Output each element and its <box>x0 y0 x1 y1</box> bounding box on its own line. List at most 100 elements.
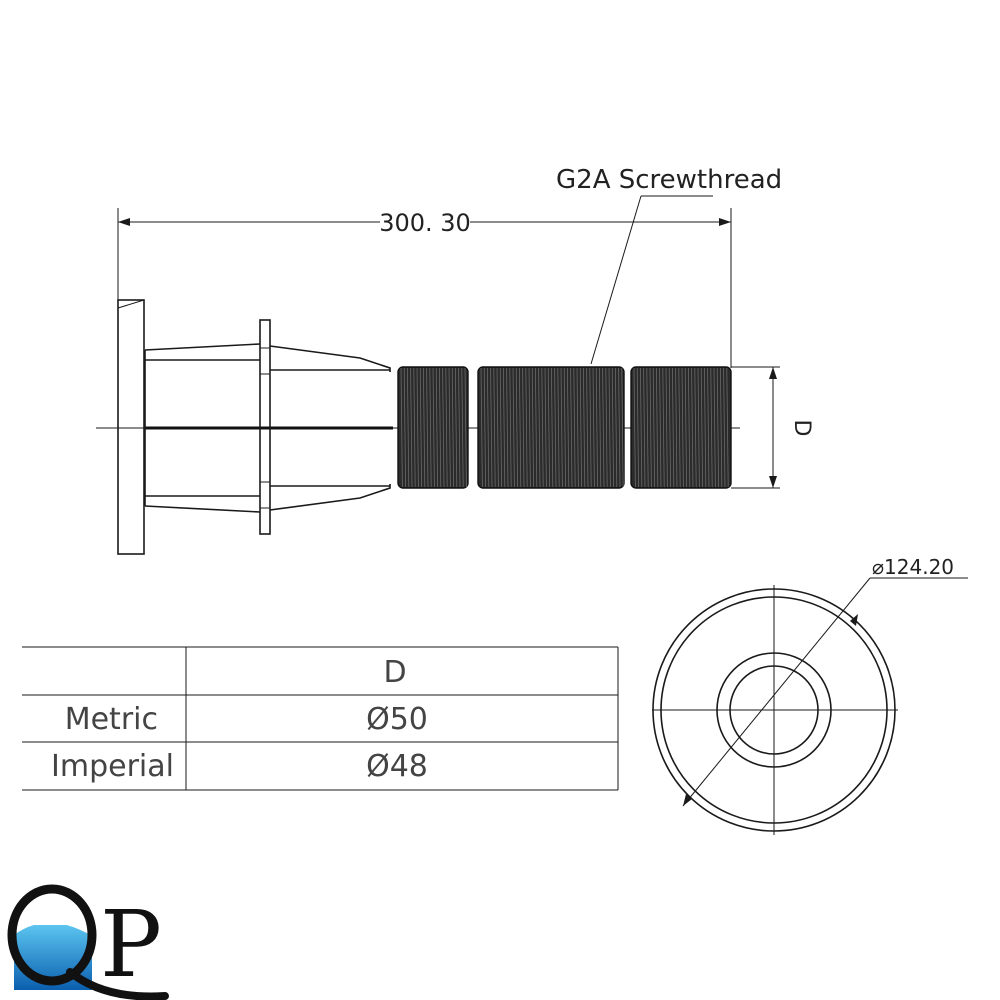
thread-ridge <box>419 367 422 488</box>
thread-ridge <box>656 367 659 488</box>
thread-ridge <box>720 367 723 488</box>
thread-ridge <box>496 367 499 488</box>
thread-ridge <box>451 367 454 488</box>
thread-leader-line <box>590 195 642 365</box>
thread-ridge <box>503 367 506 488</box>
thread-ridge <box>423 367 426 488</box>
thread-ridge <box>487 367 490 488</box>
thread-ridge <box>595 367 598 488</box>
thread-ridge <box>659 367 662 488</box>
thread-ridge <box>448 367 451 488</box>
thread-ridge <box>583 367 586 488</box>
thread-ridge <box>668 367 671 488</box>
thread-ridge <box>461 367 464 488</box>
thread-ridge <box>519 367 522 488</box>
thread-ridge <box>490 367 493 488</box>
end-view: ⌀124.20 <box>652 555 968 835</box>
table-row-label-metric: Metric <box>65 702 158 737</box>
thread-ridge <box>691 367 694 488</box>
diameter-leader-line <box>682 577 871 807</box>
thread-ridge <box>570 367 573 488</box>
thread-ridge <box>403 367 406 488</box>
thread-segment-1 <box>397 366 469 489</box>
dimension-table: D Metric Ø50 Imperial Ø48 <box>22 646 619 791</box>
thread-ridge <box>480 367 483 488</box>
side-view: G2A Screwthread 300. 30 D <box>96 165 814 555</box>
thread-ridge <box>535 367 538 488</box>
thread-ridge <box>643 367 646 488</box>
table-row-value-imperial: Ø48 <box>366 749 428 784</box>
thread-ridge <box>413 367 416 488</box>
thread-ridge <box>694 367 697 488</box>
flange-diameter-label: ⌀124.20 <box>872 555 954 579</box>
thread-ridge <box>640 367 643 488</box>
thread-ridge <box>633 367 636 488</box>
thread-ridge <box>615 367 618 488</box>
thread-ridge <box>493 367 496 488</box>
thread-ridge <box>515 367 518 488</box>
thread-ridge <box>602 367 605 488</box>
thread-ridge <box>675 367 678 488</box>
thread-ridge <box>723 367 726 488</box>
thread-ridge <box>611 367 614 488</box>
thread-ridge <box>483 367 486 488</box>
thread-ridge <box>551 367 554 488</box>
taper-section <box>269 345 391 511</box>
thread-ridge <box>621 367 624 488</box>
thread-ridge <box>579 367 582 488</box>
thread-segments <box>397 366 732 489</box>
thread-ridge <box>567 367 570 488</box>
table-row-value-metric: Ø50 <box>366 702 428 737</box>
logo-letter-p: P <box>100 891 162 998</box>
thread-ridge <box>665 367 668 488</box>
thread-ridge <box>700 367 703 488</box>
thread-ridge <box>512 367 515 488</box>
thread-ridge <box>586 367 589 488</box>
thread-ridge <box>541 367 544 488</box>
table-row-label-imperial: Imperial <box>51 749 174 784</box>
length-dimension-label: 300. 30 <box>379 209 471 237</box>
thread-ridge <box>445 367 448 488</box>
thread-ridge <box>407 367 410 488</box>
thread-ridge <box>716 367 719 488</box>
mid-flange <box>259 319 271 535</box>
thread-ridge <box>563 367 566 488</box>
thread-ridge <box>464 367 467 488</box>
thread-ridge <box>528 367 531 488</box>
thread-ridge <box>525 367 528 488</box>
thread-ridge <box>439 367 442 488</box>
thread-ridge <box>557 367 560 488</box>
logo-q-tail <box>66 968 169 1000</box>
thread-ridge <box>435 367 438 488</box>
thread-ridge <box>652 367 655 488</box>
body-section-1 <box>144 343 261 513</box>
thread-ridge <box>688 367 691 488</box>
thread-ridge <box>662 367 665 488</box>
thread-ridge <box>432 367 435 488</box>
thread-ridge <box>707 367 710 488</box>
thread-ridge <box>599 367 602 488</box>
thread-ridge <box>429 367 432 488</box>
thread-ridge <box>576 367 579 488</box>
thread-ridge <box>636 367 639 488</box>
thread-ridge <box>506 367 509 488</box>
thread-ridge <box>678 367 681 488</box>
thread-ridge <box>713 367 716 488</box>
logo-q-ring <box>7 884 97 986</box>
thread-segment-2 <box>477 366 625 489</box>
thread-callout-label: G2A Screwthread <box>556 165 782 195</box>
thread-ridge <box>426 367 429 488</box>
thread-ridge <box>684 367 687 488</box>
thread-ridge <box>573 367 576 488</box>
thread-ridge <box>458 367 461 488</box>
thread-ridge <box>710 367 713 488</box>
thread-ridge <box>704 367 707 488</box>
thread-ridge <box>538 367 541 488</box>
thread-ridge <box>672 367 675 488</box>
wall-flange <box>117 299 145 555</box>
thread-ridge <box>589 367 592 488</box>
thread-ridge <box>509 367 512 488</box>
thread-ridge <box>697 367 700 488</box>
diameter-dimension-label: D <box>789 420 814 437</box>
